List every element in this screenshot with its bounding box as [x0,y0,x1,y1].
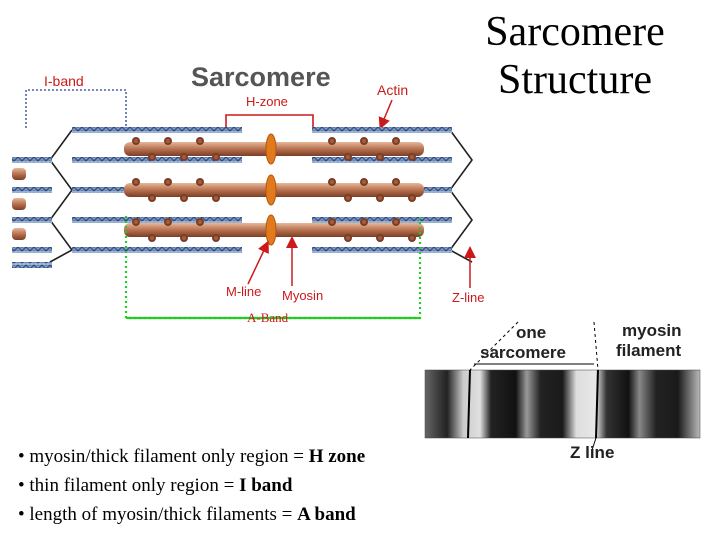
z-line-left [49,129,74,263]
micrograph-z-line [595,369,599,439]
micrograph-z-line-label: Z line [570,443,614,462]
actin-filament [12,187,52,193]
actin-filament [72,157,242,163]
m-line-arrow [247,240,269,285]
myosin-filament-line2: filament [616,341,682,360]
i-band-bracket [25,89,127,128]
actin-filament [312,127,452,133]
myosin-label: Myosin [282,288,323,303]
partial-myosin-left [12,168,26,240]
actin-filament [72,247,242,253]
diagram-heading: Sarcomere [191,62,331,92]
m-line-label: M-line [226,284,261,299]
z-line-label: Z-line [452,290,485,305]
actin-label: Actin [377,82,408,98]
a-band-bracket [124,216,422,320]
actin-filament [12,247,52,253]
actin-filament [12,157,52,163]
micrograph-z-line [467,369,471,439]
one-sarcomere-line2: sarcomere [480,343,566,362]
m-line [265,133,277,246]
actin-arrow [378,99,393,130]
bullet-item: • thin filament only region = I band [18,475,293,496]
a-band-label: A-Band [247,310,289,325]
actin-filament [72,127,242,133]
slide-title: Sarcomere Structure [470,8,680,104]
title-line-1: Sarcomere [485,9,665,55]
z-line-right [448,129,473,263]
actin-filament [312,217,452,223]
h-zone-label: H-zone [246,94,288,109]
sarcomere-diagram: Sarcomere I-band H-zone Actin [12,62,485,325]
bullet-list: • myosin/thick filament only region = H … [18,442,488,529]
h-zone-bracket [225,114,314,128]
bullet-item: • myosin/thick filament only region = H … [18,446,366,467]
myosin-filament-line1: myosin [622,321,682,340]
actin-filament [72,217,242,223]
actin-filament [312,247,452,253]
micrograph: one sarcomere myosin filament Z line [424,321,701,462]
micrograph-image [425,370,700,438]
actin-filament [12,217,52,223]
i-band-label: I-band [44,73,84,89]
actin-filament [12,262,52,268]
one-sarcomere-line1: one [516,323,546,342]
bullet-item: • length of myosin/thick filaments = A b… [18,504,356,525]
title-line-2: Structure [498,57,652,103]
